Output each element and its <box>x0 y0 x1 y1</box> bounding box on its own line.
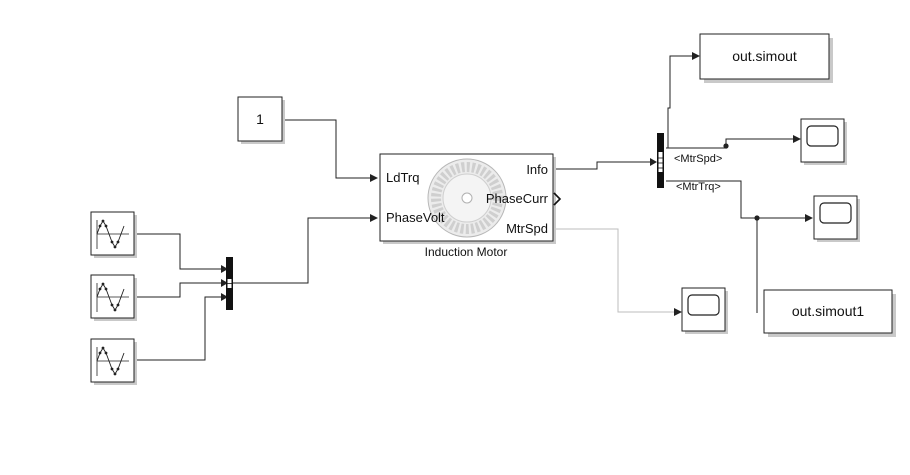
arrow-mux-in3 <box>221 293 228 301</box>
branch-point-1 <box>723 143 729 149</box>
conn-port-chevron <box>553 192 562 206</box>
sine-wave-icon <box>96 346 129 376</box>
arrow-mux-in1 <box>221 265 228 273</box>
signal-line-mtrspd-scope[interactable] <box>553 228 674 313</box>
signal-line-info-busselector[interactable] <box>553 161 652 170</box>
bus-selector-bar <box>658 152 663 172</box>
to-workspace-label-2: out.simout1 <box>792 303 865 319</box>
arrow-scope2 <box>805 214 813 222</box>
scope-icon <box>806 125 839 147</box>
motor-rotor-icon <box>427 158 507 238</box>
to-workspace-block-2[interactable]: out.simout1 <box>763 289 896 337</box>
signal-line-to-scope1[interactable] <box>725 138 793 148</box>
signal-label-mtrspd: <MtrSpd> <box>674 153 722 165</box>
signal-line-sine3-mux[interactable] <box>137 296 221 361</box>
constant-block[interactable]: 1 <box>237 96 285 144</box>
output-port-info: Info <box>526 162 548 177</box>
scope-block-1[interactable] <box>800 118 847 165</box>
input-port-ldtrq: LdTrq <box>386 170 419 185</box>
to-workspace-block-1[interactable]: out.simout <box>699 33 833 83</box>
constant-value: 1 <box>256 111 264 127</box>
signal-line-mux-phasevolt[interactable] <box>233 217 375 284</box>
arrow-scope3 <box>674 308 682 316</box>
signal-line-sine2-mux[interactable] <box>137 282 221 298</box>
sine-wave-source-2[interactable] <box>90 274 137 321</box>
arrow-mux-in2 <box>221 279 228 287</box>
sine-wave-icon <box>96 219 129 249</box>
induction-motor-block[interactable]: LdTrq PhaseVolt Info PhaseCurr MtrSpd In… <box>379 153 562 259</box>
arrow-workspace1 <box>692 52 700 60</box>
scope-block-2[interactable] <box>813 195 860 242</box>
induction-motor-name: Induction Motor <box>425 245 508 259</box>
arrow-ldtrq <box>370 174 378 182</box>
arrow-phasevolt <box>370 214 378 222</box>
scope-icon <box>687 294 720 316</box>
arrow-scope1 <box>793 135 801 143</box>
signal-line-constant-ldtrq[interactable] <box>285 119 375 179</box>
output-port-mtrspd: MtrSpd <box>506 221 548 236</box>
sine-wave-source-1[interactable] <box>90 211 137 258</box>
sine-wave-source-3[interactable] <box>90 338 137 385</box>
output-port-phasecurr: PhaseCurr <box>486 191 549 206</box>
signal-label-mtrtrq: <MtrTrq> <box>676 181 721 193</box>
input-port-phasevolt: PhaseVolt <box>386 210 445 225</box>
scope-block-3[interactable] <box>681 287 728 334</box>
to-workspace-label-1: out.simout <box>732 48 797 64</box>
signal-line-busselector-out2[interactable] <box>666 180 757 219</box>
sine-wave-icon <box>96 282 129 312</box>
bus-selector-block[interactable] <box>657 133 664 188</box>
arrow-busselector-in <box>650 158 657 166</box>
signal-line-to-workspace1[interactable] <box>667 55 692 148</box>
signal-lines <box>137 55 805 361</box>
scope-icon <box>819 202 852 224</box>
arrowheads <box>221 52 813 316</box>
signal-line-sine1-mux[interactable] <box>137 233 221 270</box>
branch-point-2 <box>754 215 760 221</box>
mux-block[interactable] <box>226 257 233 310</box>
